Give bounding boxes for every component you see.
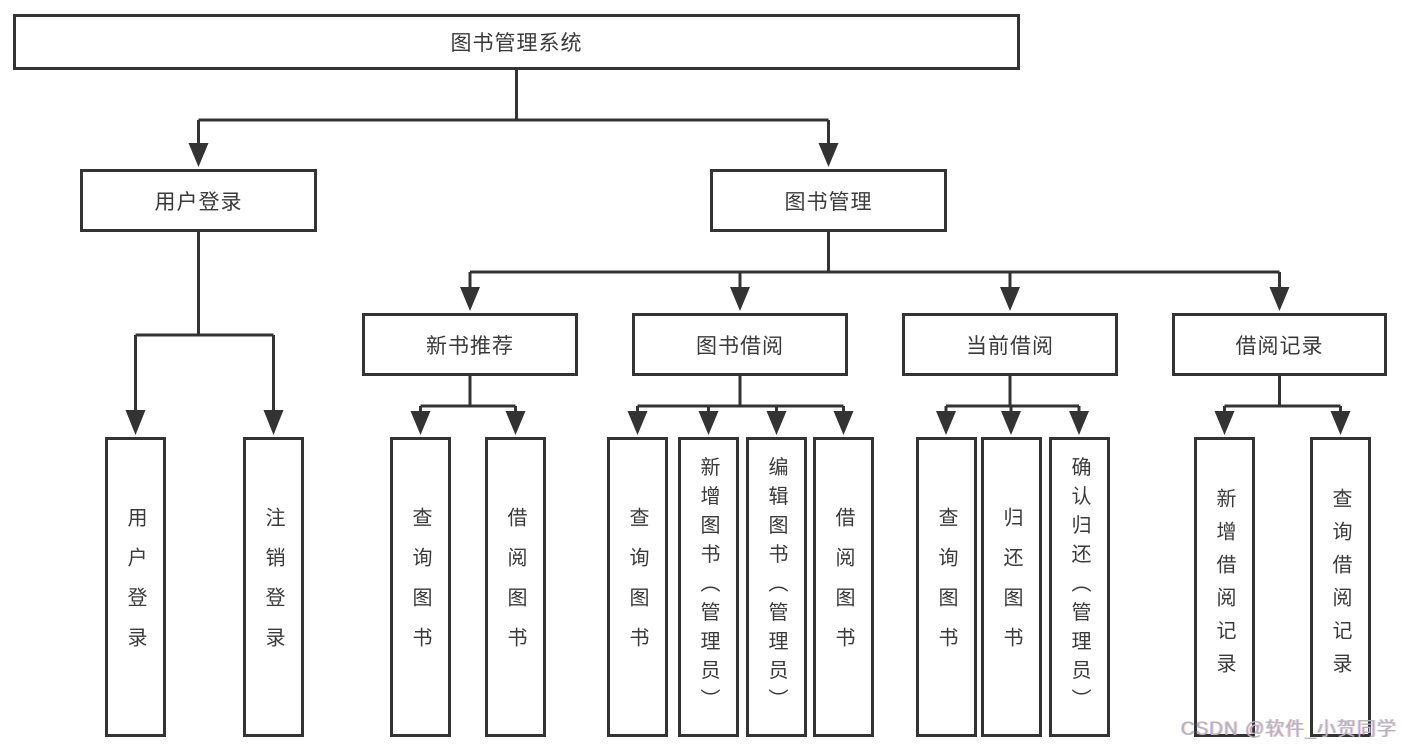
node-current-borrow-label: 当前借阅 — [966, 334, 1054, 358]
connector-book-borrow-children — [627, 376, 854, 435]
connector-root-to-level1 — [188, 70, 839, 167]
leaf-records-add-record-label: 新增借阅记录 — [1213, 488, 1235, 686]
leaf-borrow-edit-books-admin-label: 编辑图书（管理员） — [765, 456, 787, 718]
node-user-login-label: 用户登录 — [154, 190, 243, 214]
leaf-logout: 注销登录 — [243, 437, 304, 737]
node-borrow-records-label: 借阅记录 — [1235, 334, 1324, 358]
leaf-records-add-record: 新增借阅记录 — [1194, 437, 1255, 737]
connector-user-login-children — [125, 232, 284, 435]
leaf-user-login-label: 用户登录 — [124, 507, 146, 667]
leaf-records-query-record: 查询借阅记录 — [1310, 437, 1371, 737]
leaf-borrow-borrow-books: 借阅图书 — [813, 437, 874, 737]
node-book-management: 图书管理 — [710, 169, 947, 232]
connector-book-mgmt-to-level2 — [460, 232, 1290, 311]
node-root-system-label: 图书管理系统 — [450, 32, 583, 55]
node-current-borrow: 当前借阅 — [902, 313, 1118, 376]
leaf-current-confirm-return-admin: 确认归还（管理员） — [1049, 437, 1110, 737]
leaf-newbooks-borrow-books-label: 借阅图书 — [504, 507, 526, 667]
csdn-watermark: CSDN @软件_小贺同学 — [1181, 719, 1397, 740]
node-book-borrow: 图书借阅 — [632, 313, 848, 376]
leaf-current-query-books-label: 查询图书 — [935, 507, 957, 667]
leaf-current-return-books-label: 归还图书 — [1000, 507, 1022, 667]
connector-new-books-children — [410, 376, 526, 435]
leaf-borrow-add-books-admin-label: 新增图书（管理员） — [697, 456, 719, 718]
node-new-book-recommend-label: 新书推荐 — [426, 334, 514, 358]
leaf-borrow-query-books-label: 查询图书 — [626, 507, 648, 667]
leaf-borrow-edit-books-admin: 编辑图书（管理员） — [746, 437, 807, 737]
node-book-management-label: 图书管理 — [784, 190, 873, 214]
leaf-current-confirm-return-admin-label: 确认归还（管理员） — [1068, 456, 1090, 718]
node-book-borrow-label: 图书借阅 — [696, 334, 784, 358]
leaf-borrow-borrow-books-label: 借阅图书 — [832, 507, 854, 667]
connector-borrow-records-children — [1214, 376, 1351, 435]
leaf-records-query-record-label: 查询借阅记录 — [1329, 488, 1351, 686]
leaf-newbooks-query-books-label: 查询图书 — [409, 507, 431, 667]
node-user-login: 用户登录 — [80, 169, 317, 232]
node-borrow-records: 借阅记录 — [1172, 313, 1387, 376]
leaf-borrow-add-books-admin: 新增图书（管理员） — [678, 437, 739, 737]
leaf-borrow-query-books: 查询图书 — [607, 437, 668, 737]
node-root-system: 图书管理系统 — [13, 14, 1020, 70]
leaf-current-query-books: 查询图书 — [916, 437, 977, 737]
leaf-current-return-books: 归还图书 — [981, 437, 1042, 737]
leaf-newbooks-query-books: 查询图书 — [390, 437, 451, 737]
node-new-book-recommend: 新书推荐 — [362, 313, 578, 376]
leaf-newbooks-borrow-books: 借阅图书 — [485, 437, 546, 737]
leaf-logout-label: 注销登录 — [262, 507, 284, 667]
leaf-user-login: 用户登录 — [105, 437, 166, 737]
connector-current-borrow-children — [936, 376, 1089, 435]
